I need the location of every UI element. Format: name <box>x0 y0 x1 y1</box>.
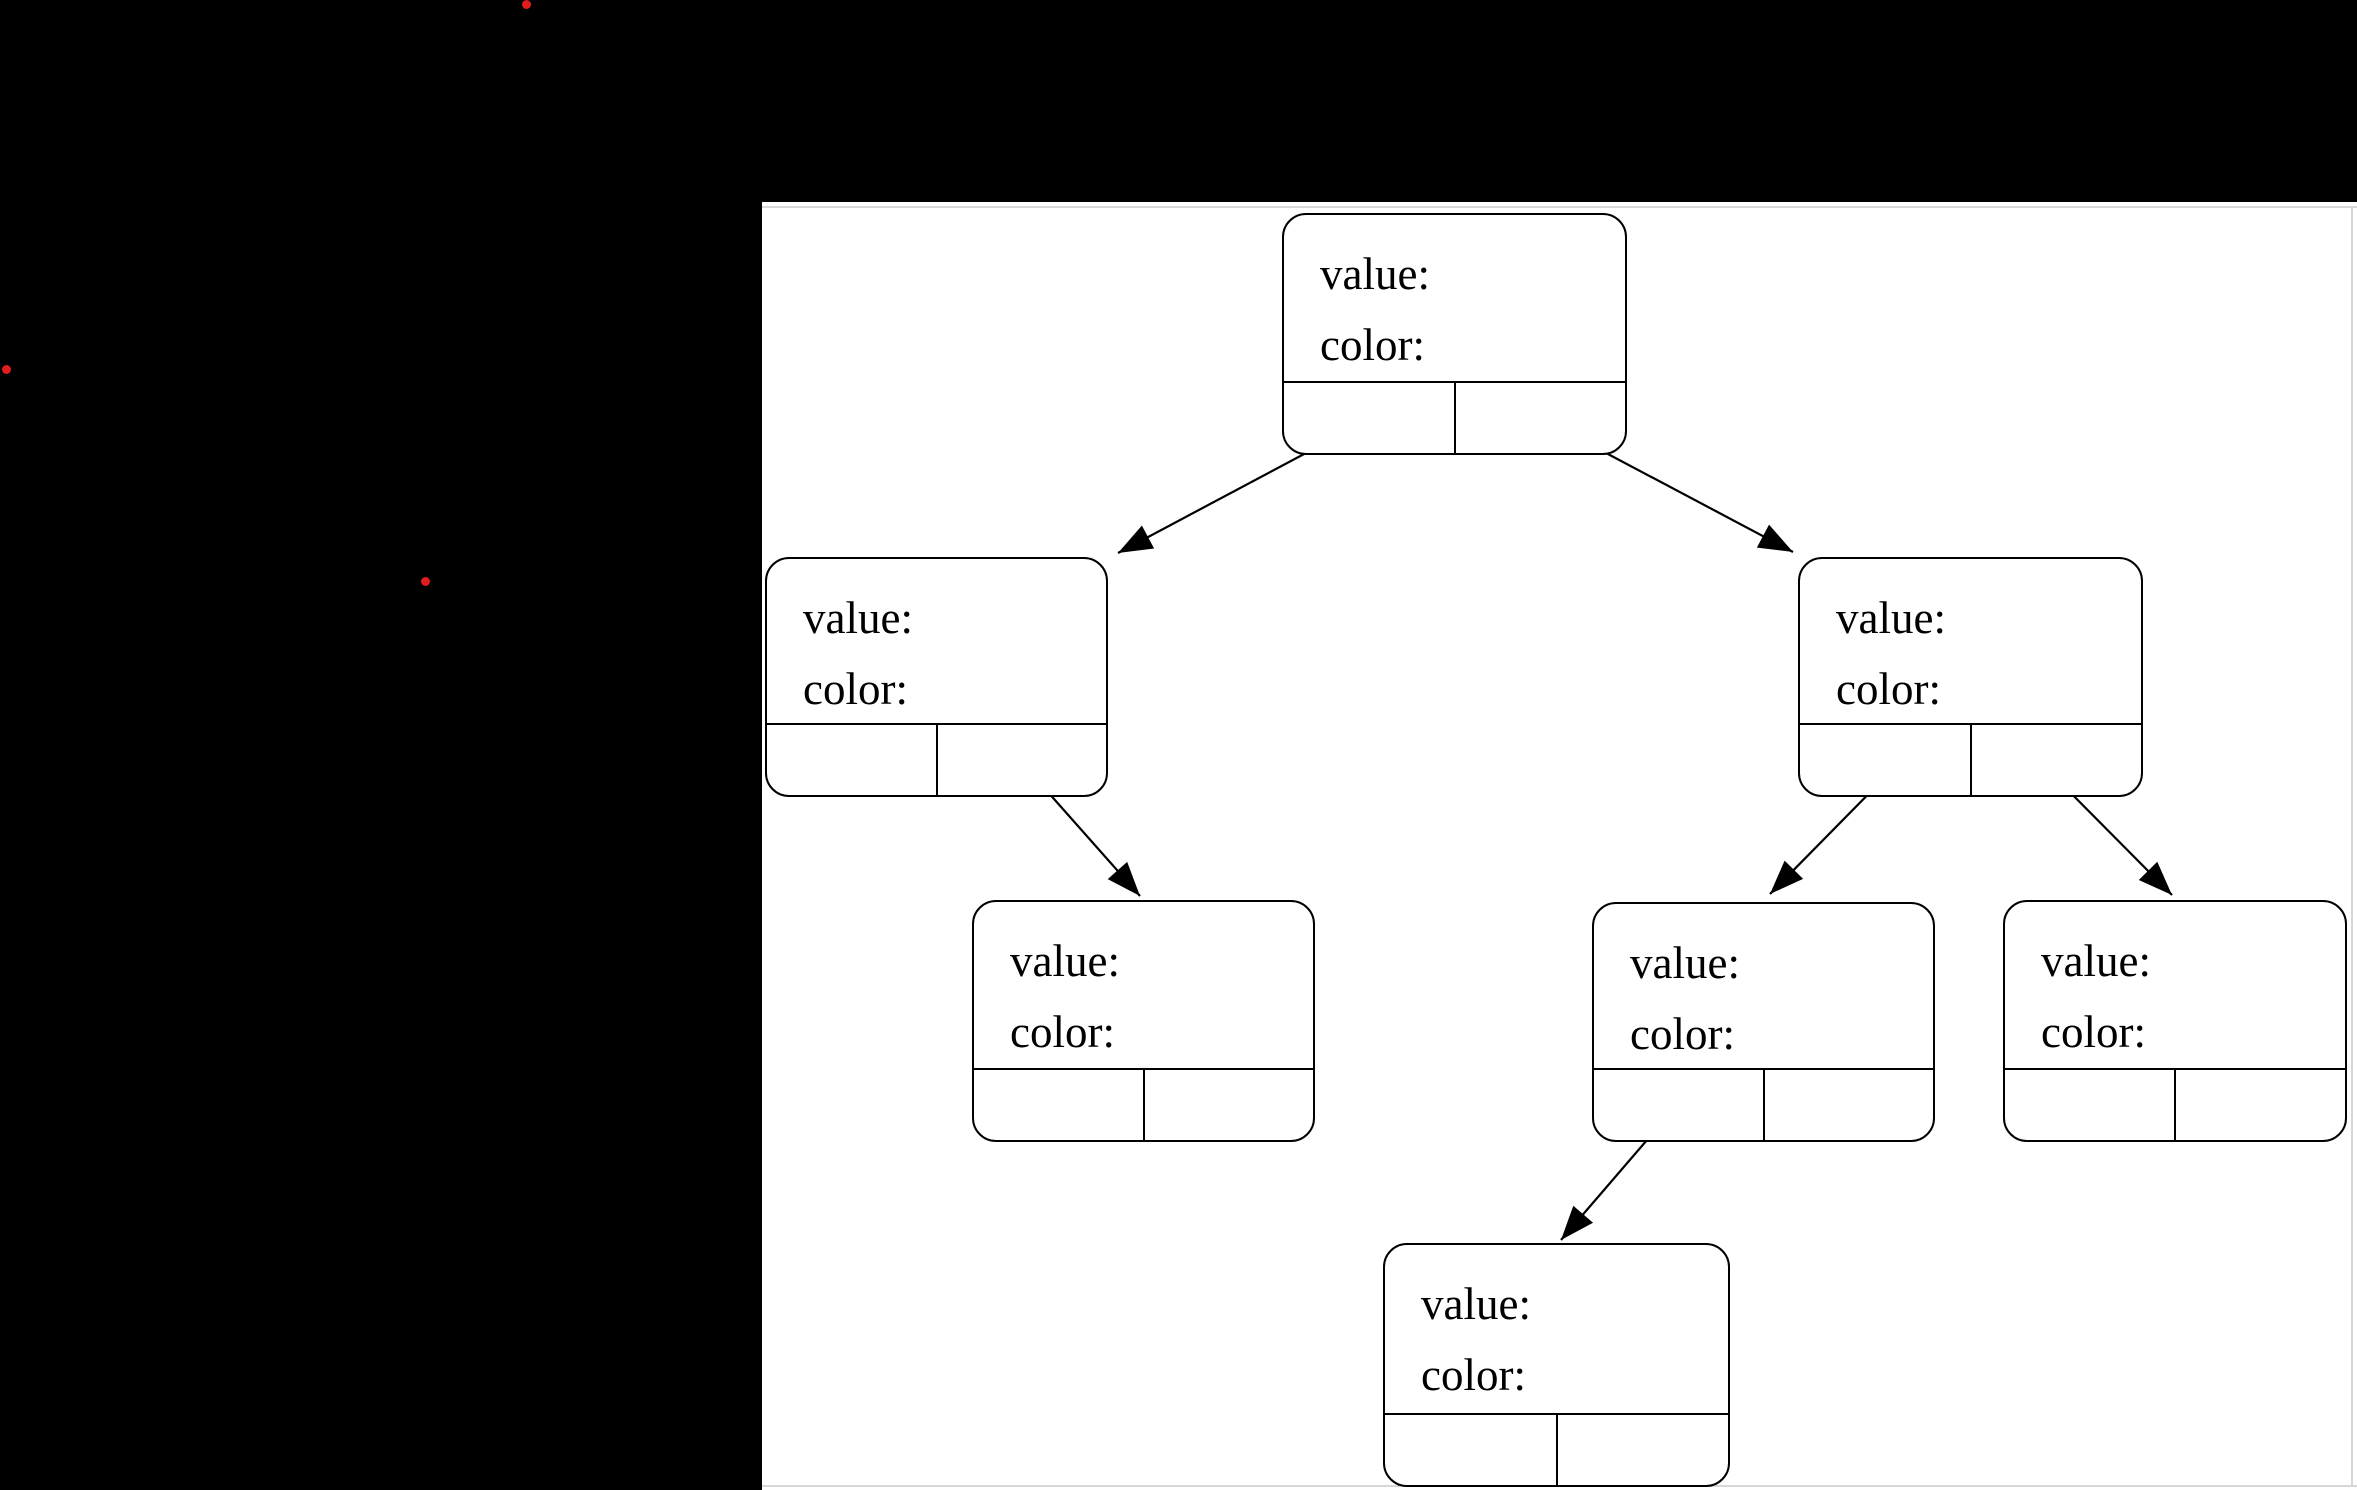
left-pointer-cell <box>1594 1070 1765 1140</box>
right-pointer-cell <box>1145 1070 1314 1140</box>
node-value-label: value: <box>803 593 913 643</box>
right-pointer-cell <box>2176 1070 2345 1140</box>
node-value-label: value: <box>1010 936 1120 986</box>
red-dot-marker <box>2 365 11 374</box>
left-pointer-cell <box>2005 1070 2176 1140</box>
tree-node-right-left-left-great-grandchild: value: color: <box>1383 1243 1730 1487</box>
red-dot-marker <box>522 0 531 9</box>
node-value-label: value: <box>1421 1279 1531 1329</box>
node-fields: value: color: <box>803 583 913 725</box>
node-fields: value: color: <box>1320 239 1430 381</box>
node-color-label: color: <box>1010 1007 1115 1057</box>
node-color-label: color: <box>1630 1009 1735 1059</box>
tree-node-right-child: value: color: <box>1798 557 2143 797</box>
pointer-row <box>767 723 1106 795</box>
left-pointer-cell <box>1284 383 1456 453</box>
node-color-label: color: <box>1320 320 1425 370</box>
node-fields: value: color: <box>1836 583 1946 725</box>
node-fields: value: color: <box>1010 926 1120 1068</box>
right-pointer-cell <box>1456 383 1626 453</box>
tree-node-root: value: color: <box>1282 213 1627 455</box>
pointer-row <box>1385 1413 1728 1485</box>
pointer-row <box>974 1068 1313 1140</box>
node-fields: value: color: <box>1630 928 1740 1070</box>
tree-node-left-right-grandchild: value: color: <box>972 900 1315 1142</box>
node-value-label: value: <box>1630 938 1740 988</box>
tree-node-right-left-grandchild: value: color: <box>1592 902 1935 1142</box>
node-value-label: value: <box>1320 249 1430 299</box>
pointer-row <box>1800 723 2141 795</box>
node-fields: value: color: <box>1421 1269 1531 1411</box>
node-color-label: color: <box>803 664 908 714</box>
pointer-row <box>1284 381 1625 453</box>
node-value-label: value: <box>1836 593 1946 643</box>
tree-node-right-right-grandchild: value: color: <box>2003 900 2347 1142</box>
node-color-label: color: <box>1836 664 1941 714</box>
left-pointer-cell <box>1385 1415 1558 1485</box>
left-pointer-cell <box>767 725 938 795</box>
node-color-label: color: <box>1421 1350 1526 1400</box>
right-pointer-cell <box>938 725 1107 795</box>
right-pointer-cell <box>1765 1070 1934 1140</box>
left-pointer-cell <box>1800 725 1972 795</box>
right-pointer-cell <box>1558 1415 1729 1485</box>
node-color-label: color: <box>2041 1007 2146 1057</box>
red-dot-marker <box>421 577 430 586</box>
tree-node-left-child: value: color: <box>765 557 1108 797</box>
node-value-label: value: <box>2041 936 2151 986</box>
panel-border-line <box>2351 206 2353 1487</box>
panel-border-line <box>762 206 2357 208</box>
node-fields: value: color: <box>2041 926 2151 1068</box>
pointer-row <box>2005 1068 2345 1140</box>
left-pointer-cell <box>974 1070 1145 1140</box>
right-pointer-cell <box>1972 725 2142 795</box>
pointer-row <box>1594 1068 1933 1140</box>
